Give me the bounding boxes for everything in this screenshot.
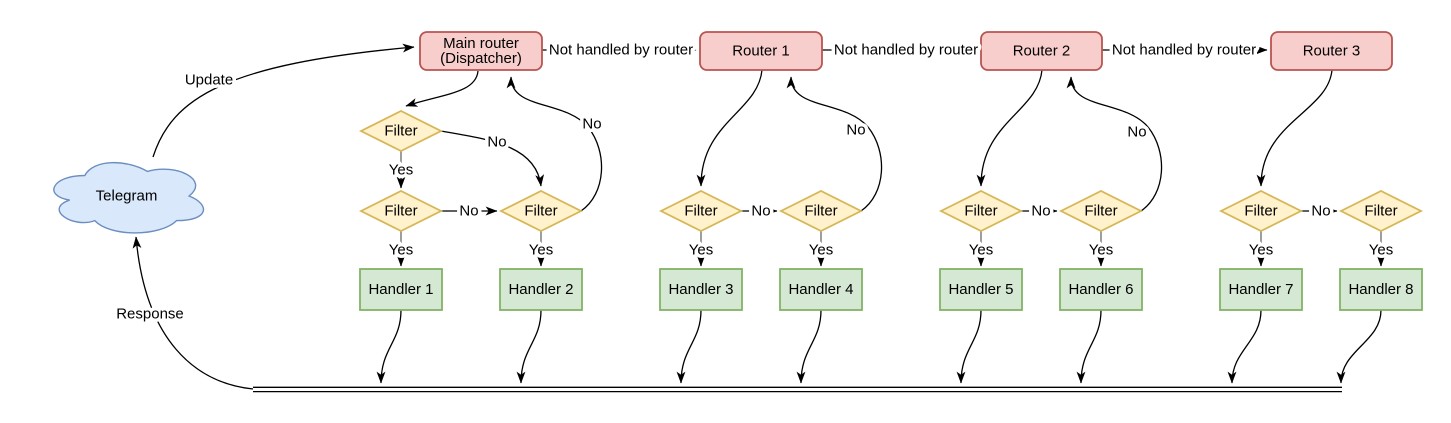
node-telegram-cloud — [53, 161, 205, 234]
node-handler-5-label: Handler 5 — [948, 281, 1013, 298]
node-filter-0-label: Filter — [384, 123, 417, 140]
filter6-no-label: No — [1127, 124, 1146, 141]
node-filter-6 — [1058, 189, 1144, 233]
node-handler-6-label: Handler 6 — [1068, 281, 1133, 298]
node-filter-2 — [498, 189, 584, 233]
node-handler-1 — [359, 268, 443, 311]
node-main-router-label: (Dispatcher) — [440, 50, 522, 67]
node-filter-7 — [1218, 189, 1304, 233]
node-filter-4-label: Filter — [804, 203, 837, 220]
node-handler-4-label: Handler 4 — [788, 281, 853, 298]
update-label: Update — [185, 72, 233, 89]
node-filter-5-label: Filter — [964, 203, 997, 220]
node-handler-6 — [1059, 268, 1143, 311]
node-filter-5 — [938, 189, 1024, 233]
node-router-3 — [1270, 31, 1393, 71]
node-filter-7-label: Filter — [1244, 203, 1277, 220]
node-filter-1 — [358, 189, 444, 233]
node-main-router — [419, 31, 543, 71]
node-router-1-label: Router 1 — [732, 43, 790, 60]
node-handler-7-label: Handler 7 — [1228, 281, 1293, 298]
filter7-no-label: No — [1311, 203, 1330, 220]
filter5-yes-label: Yes — [969, 242, 993, 259]
filter2-yes-label: Yes — [529, 242, 553, 259]
edge-router2-to-filter5 — [976, 69, 1043, 187]
edge-handler6-to-bus — [1076, 309, 1102, 384]
node-main-router-label: Main router — [443, 35, 519, 52]
node-handler-2 — [499, 268, 583, 311]
not-handled-3-label: Not handled by router — [1112, 42, 1256, 59]
filter4-yes-label: Yes — [809, 242, 833, 259]
edge-handler3-to-bus — [676, 309, 702, 384]
node-handler-3-label: Handler 3 — [668, 281, 733, 298]
node-handler-4 — [779, 268, 863, 311]
node-handler-8-label: Handler 8 — [1348, 281, 1413, 298]
edge-handler5-to-bus — [956, 309, 982, 384]
filter1-no-label: No — [459, 203, 478, 220]
node-handler-7 — [1219, 268, 1303, 311]
filter3-no-label: No — [751, 203, 770, 220]
filter2-no-label: No — [582, 116, 601, 133]
edge-router3-to-filter7 — [1256, 69, 1333, 187]
node-router-2-label: Router 2 — [1013, 43, 1071, 60]
node-filter-0 — [358, 109, 444, 153]
filter0-yes-label: Yes — [389, 162, 413, 179]
edge-main-router-to-filter0 — [405, 70, 479, 107]
node-router-2 — [980, 31, 1103, 71]
filter0-no-label: No — [487, 134, 506, 151]
edge-bus-response-to-telegram — [132, 236, 254, 390]
node-router-1 — [699, 31, 823, 71]
node-filter-8-label: Filter — [1364, 203, 1397, 220]
node-router-3-label: Router 3 — [1303, 43, 1361, 60]
edge-handler7-to-bus — [1227, 309, 1262, 384]
node-telegram-cloud-label: Telegram — [96, 188, 158, 205]
edge-filter6-no-to-router2 — [1066, 76, 1163, 212]
edge-filter4-no-to-router1 — [786, 76, 883, 212]
not-handled-2-label: Not handled by router — [834, 42, 978, 59]
node-filter-8 — [1338, 189, 1424, 233]
edge-handler4-to-bus — [796, 309, 822, 384]
edge-handler2-to-bus — [516, 309, 542, 384]
node-filter-1-label: Filter — [384, 203, 417, 220]
filter7-yes-label: Yes — [1249, 242, 1273, 259]
filter6-yes-label: Yes — [1089, 242, 1113, 259]
edge-filter2-no-to-main-router — [506, 76, 603, 212]
filter3-yes-label: Yes — [689, 242, 713, 259]
node-filter-4 — [778, 189, 864, 233]
node-handler-2-label: Handler 2 — [508, 281, 573, 298]
edge-filter0-no-to-filter2 — [440, 130, 545, 187]
edge-telegram-update-to-main-router — [152, 43, 415, 158]
node-filter-6-label: Filter — [1084, 203, 1117, 220]
edge-handler8-to-bus — [1336, 309, 1382, 384]
node-filter-3 — [658, 189, 744, 233]
edge-router1-to-filter3 — [696, 69, 763, 187]
response-label: Response — [116, 306, 184, 323]
filter5-no-label: No — [1031, 203, 1050, 220]
filter8-yes-label: Yes — [1369, 242, 1393, 259]
filter1-yes-label: Yes — [389, 242, 413, 259]
node-handler-1-label: Handler 1 — [368, 281, 433, 298]
node-handler-3 — [659, 268, 743, 311]
node-handler-8 — [1339, 268, 1423, 311]
node-handler-5 — [939, 268, 1023, 311]
not-handled-1-label: Not handled by router — [549, 42, 693, 59]
node-filter-2-label: Filter — [524, 203, 557, 220]
node-filter-3-label: Filter — [684, 203, 717, 220]
filter4-no-label: No — [846, 122, 865, 139]
edge-handler1-to-bus — [376, 309, 402, 384]
